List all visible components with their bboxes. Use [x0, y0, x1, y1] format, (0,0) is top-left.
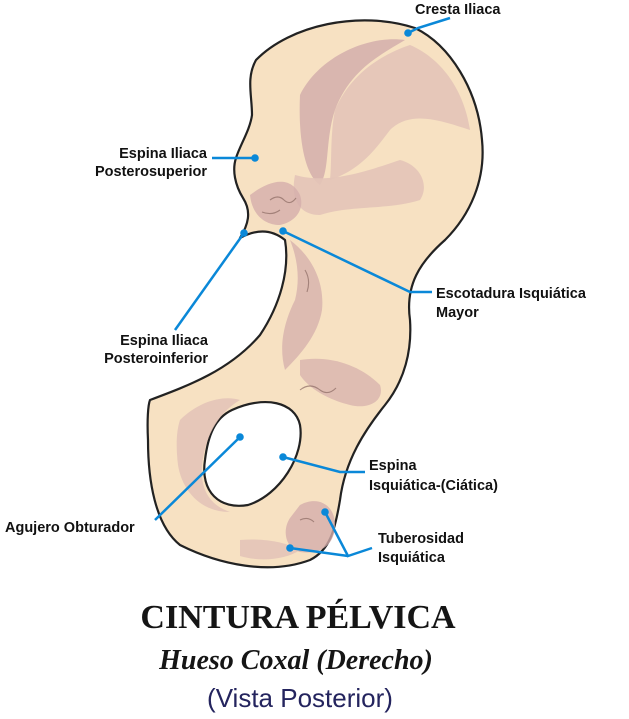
leader-lines	[154, 16, 451, 558]
label-tuberosidad-line2: Isquiática	[378, 550, 446, 566]
label-cresta-iliaca: Cresta Iliaca	[415, 2, 501, 18]
tuberosity-lower-shade	[240, 539, 300, 560]
label-agujero-obturador: Agujero Obturador	[5, 520, 135, 536]
page-title: CINTURA PÉLVICA	[140, 599, 456, 636]
dot-espina-isquiatica	[279, 453, 287, 461]
ischial-body-shade	[300, 358, 381, 407]
dot-espina-posteroinferior	[240, 229, 248, 237]
label-espina-ps-line2: Posterosuperior	[95, 164, 207, 180]
bone-texture-lines	[261, 196, 337, 523]
page-subtitle: Hueso Coxal (Derecho)	[158, 645, 433, 676]
dot-escotadura	[279, 227, 287, 235]
posterior-spine-shade	[250, 181, 302, 225]
label-espina-pi-line2: Posteroinferior	[104, 351, 208, 367]
dot-tuberosidad-lower	[286, 544, 294, 552]
label-escotadura-line1: Escotadura Isquiática	[436, 286, 587, 302]
label-espina-ps-line1: Espina Iliaca	[119, 146, 208, 162]
iliac-fossa-shade	[299, 39, 405, 186]
view-caption: (Vista Posterior)	[207, 683, 393, 713]
sciatic-notch-shade	[282, 240, 323, 370]
dot-agujero-obturador	[236, 433, 244, 441]
label-espina-isq-line1: Espina	[369, 458, 417, 474]
label-espina-pi-line1: Espina Iliaca	[120, 333, 209, 349]
leader-dots	[236, 29, 412, 552]
dot-tuberosidad-upper	[321, 508, 329, 516]
dot-cresta-iliaca	[404, 29, 412, 37]
dot-espina-posterosuperior	[251, 154, 259, 162]
label-tuberosidad-line1: Tuberosidad	[378, 531, 464, 547]
label-espina-isq-line2: Isquiática-(Ciática)	[369, 478, 498, 494]
iliac-lower-shade	[293, 160, 424, 215]
label-escotadura-line2: Mayor	[436, 305, 479, 321]
iliac-wing-shade	[330, 45, 470, 180]
